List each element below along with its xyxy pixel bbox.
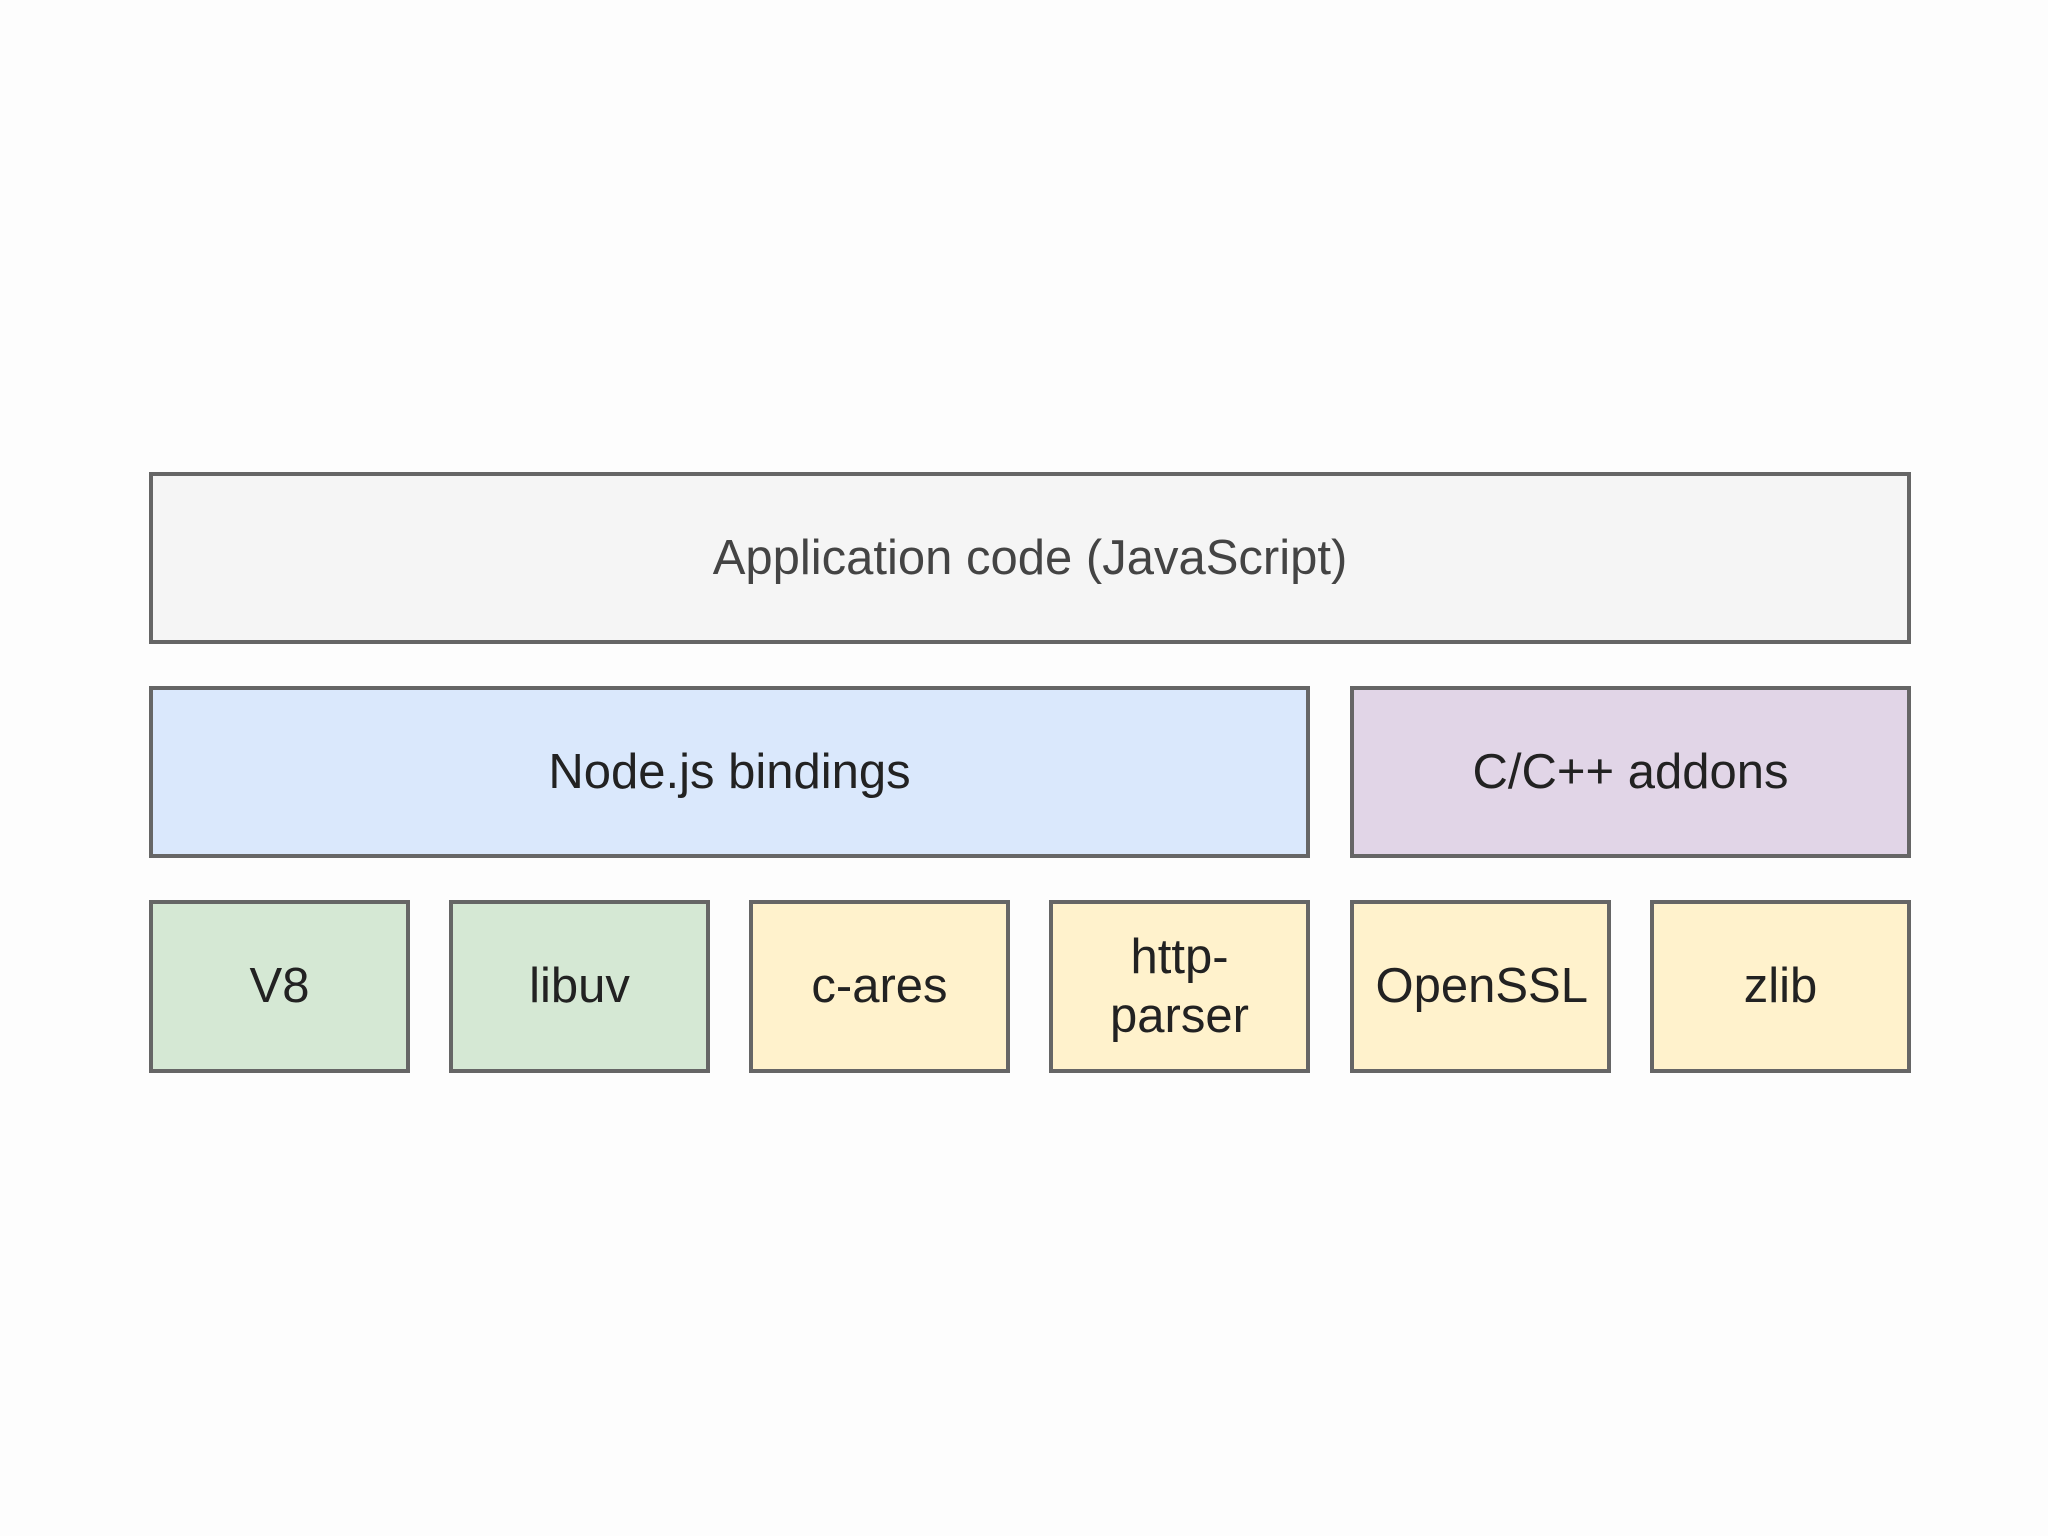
v8-label: V8: [249, 959, 310, 1014]
v8-box: V8: [149, 900, 410, 1073]
zlib-box: zlib: [1650, 900, 1911, 1073]
cpp-addons-label: C/C++ addons: [1472, 744, 1789, 799]
c-ares-box: c-ares: [749, 900, 1010, 1073]
cpp-addons-layer: C/C++ addons: [1350, 686, 1911, 858]
zlib-label: zlib: [1743, 959, 1818, 1014]
application-code-layer: Application code (JavaScript): [149, 472, 1911, 644]
c-ares-label: c-ares: [811, 959, 948, 1014]
application-code-label: Application code (JavaScript): [712, 530, 1348, 585]
openssl-label: OpenSSL: [1375, 959, 1589, 1014]
nodejs-bindings-layer: Node.js bindings: [149, 686, 1310, 858]
http-parser-label: http-parser: [1110, 929, 1249, 1043]
nodejs-bindings-label: Node.js bindings: [548, 744, 911, 799]
libuv-label: libuv: [529, 959, 630, 1014]
http-parser-box: http-parser: [1049, 900, 1310, 1073]
libuv-box: libuv: [449, 900, 710, 1073]
openssl-box: OpenSSL: [1350, 900, 1611, 1073]
